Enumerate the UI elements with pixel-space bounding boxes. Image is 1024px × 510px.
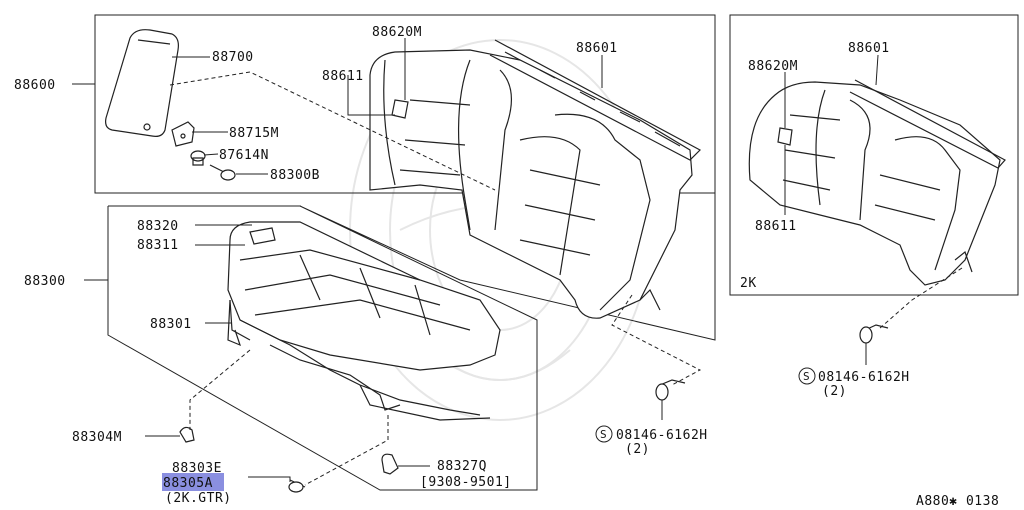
2k-frame <box>729 14 1019 296</box>
label-88305a: 88305A <box>163 476 213 491</box>
label-88303e: 88303E <box>172 461 222 476</box>
label-88620m-2k: 88620M <box>748 59 798 74</box>
label-88600: 88600 <box>14 78 56 93</box>
label-88611-2k: 88611 <box>755 219 797 234</box>
label-bolt-2k-qty: (2) <box>822 384 847 399</box>
s-mark-main <box>595 425 613 443</box>
s-mark-2k <box>798 367 816 385</box>
label-88601-2k: 88601 <box>848 41 890 56</box>
label-bolt-main: 08146-6162H <box>616 428 708 443</box>
label-2k: 2K <box>740 276 757 291</box>
seatback-main-part <box>369 39 701 319</box>
seatback-2k-part <box>748 79 1006 286</box>
label-88300: 88300 <box>24 274 66 289</box>
leader-lines <box>72 38 879 482</box>
reference-code: A880✱ 0138 <box>916 494 999 509</box>
label-88700: 88700 <box>212 50 254 65</box>
cushion-frame-part <box>227 299 401 411</box>
label-88611-main: 88611 <box>322 69 364 84</box>
label-88620m-main: 88620M <box>372 25 422 40</box>
clip-part <box>190 150 206 166</box>
cushion-outline <box>107 193 716 491</box>
s-mark-main-letter: S <box>600 428 607 441</box>
label-88300b: 88300B <box>270 168 320 183</box>
label-2k-gtr: (2K.GTR) <box>165 491 232 506</box>
bracket-part <box>171 121 195 147</box>
bolt-88300b-part <box>209 164 236 181</box>
label-88311: 88311 <box>137 238 179 253</box>
bolt-88303e-part <box>288 479 306 493</box>
bolt-s-main-part <box>655 379 686 401</box>
label-88304m: 88304M <box>72 430 122 445</box>
clip-88327q-part <box>381 453 399 475</box>
label-88301: 88301 <box>150 317 192 332</box>
label-88715m: 88715M <box>229 126 279 141</box>
label-bolt-2k: 08146-6162H <box>818 370 910 385</box>
hook-88304m-part <box>179 426 195 443</box>
armrest-part <box>105 29 179 137</box>
s-mark-2k-letter: S <box>803 370 810 383</box>
bolt-s-2k-part <box>859 324 889 344</box>
label-date-range: [9308-9501] <box>420 475 512 490</box>
label-88601-main: 88601 <box>576 41 618 56</box>
part-labels: 88600 88700 88715M 87614N 88300B 88620M … <box>14 25 999 509</box>
label-88327q: 88327Q <box>437 459 487 474</box>
label-88320: 88320 <box>137 219 179 234</box>
highlight-88305a <box>162 473 224 491</box>
label-bolt-main-qty: (2) <box>625 442 650 457</box>
dashed-guides <box>169 71 963 486</box>
seatback-frame <box>94 14 716 194</box>
label-87614n: 87614N <box>219 148 269 163</box>
seat-cushion-part <box>227 221 501 421</box>
